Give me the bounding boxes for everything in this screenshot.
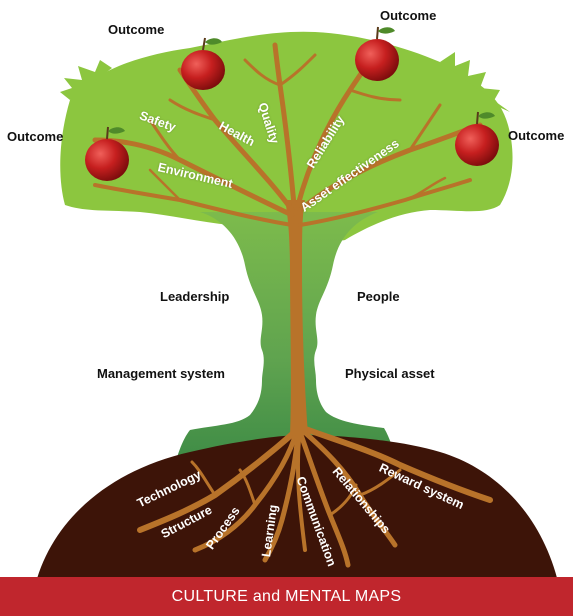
apple-right — [455, 111, 499, 166]
outcome-label-right: Outcome — [508, 128, 565, 143]
outcome-label-top-left: Outcome — [108, 22, 165, 37]
culture-banner: CULTURE and MENTAL MAPS — [0, 577, 573, 616]
canopy-edge-left — [60, 60, 112, 100]
label-leadership: Leadership — [160, 289, 230, 304]
tree-branches — [92, 42, 483, 227]
tree-roots — [137, 425, 493, 568]
soil-mound — [34, 435, 560, 590]
apple-left — [85, 126, 129, 181]
culture-banner-label: CULTURE and MENTAL MAPS — [171, 587, 402, 605]
culture-banner-bg — [0, 577, 573, 616]
label-physical-asset: Physical asset — [345, 366, 435, 381]
tree-trunk — [285, 200, 308, 435]
outcome-label-left: Outcome — [7, 129, 64, 144]
label-people: People — [357, 289, 400, 304]
face-silhouettes — [176, 212, 396, 460]
outcome-label-top-right: Outcome — [380, 8, 437, 23]
label-management-system: Management system — [97, 366, 225, 381]
canopy-edge-right — [440, 52, 510, 112]
apple-top-left — [181, 37, 225, 90]
apple-top-right — [355, 26, 399, 81]
